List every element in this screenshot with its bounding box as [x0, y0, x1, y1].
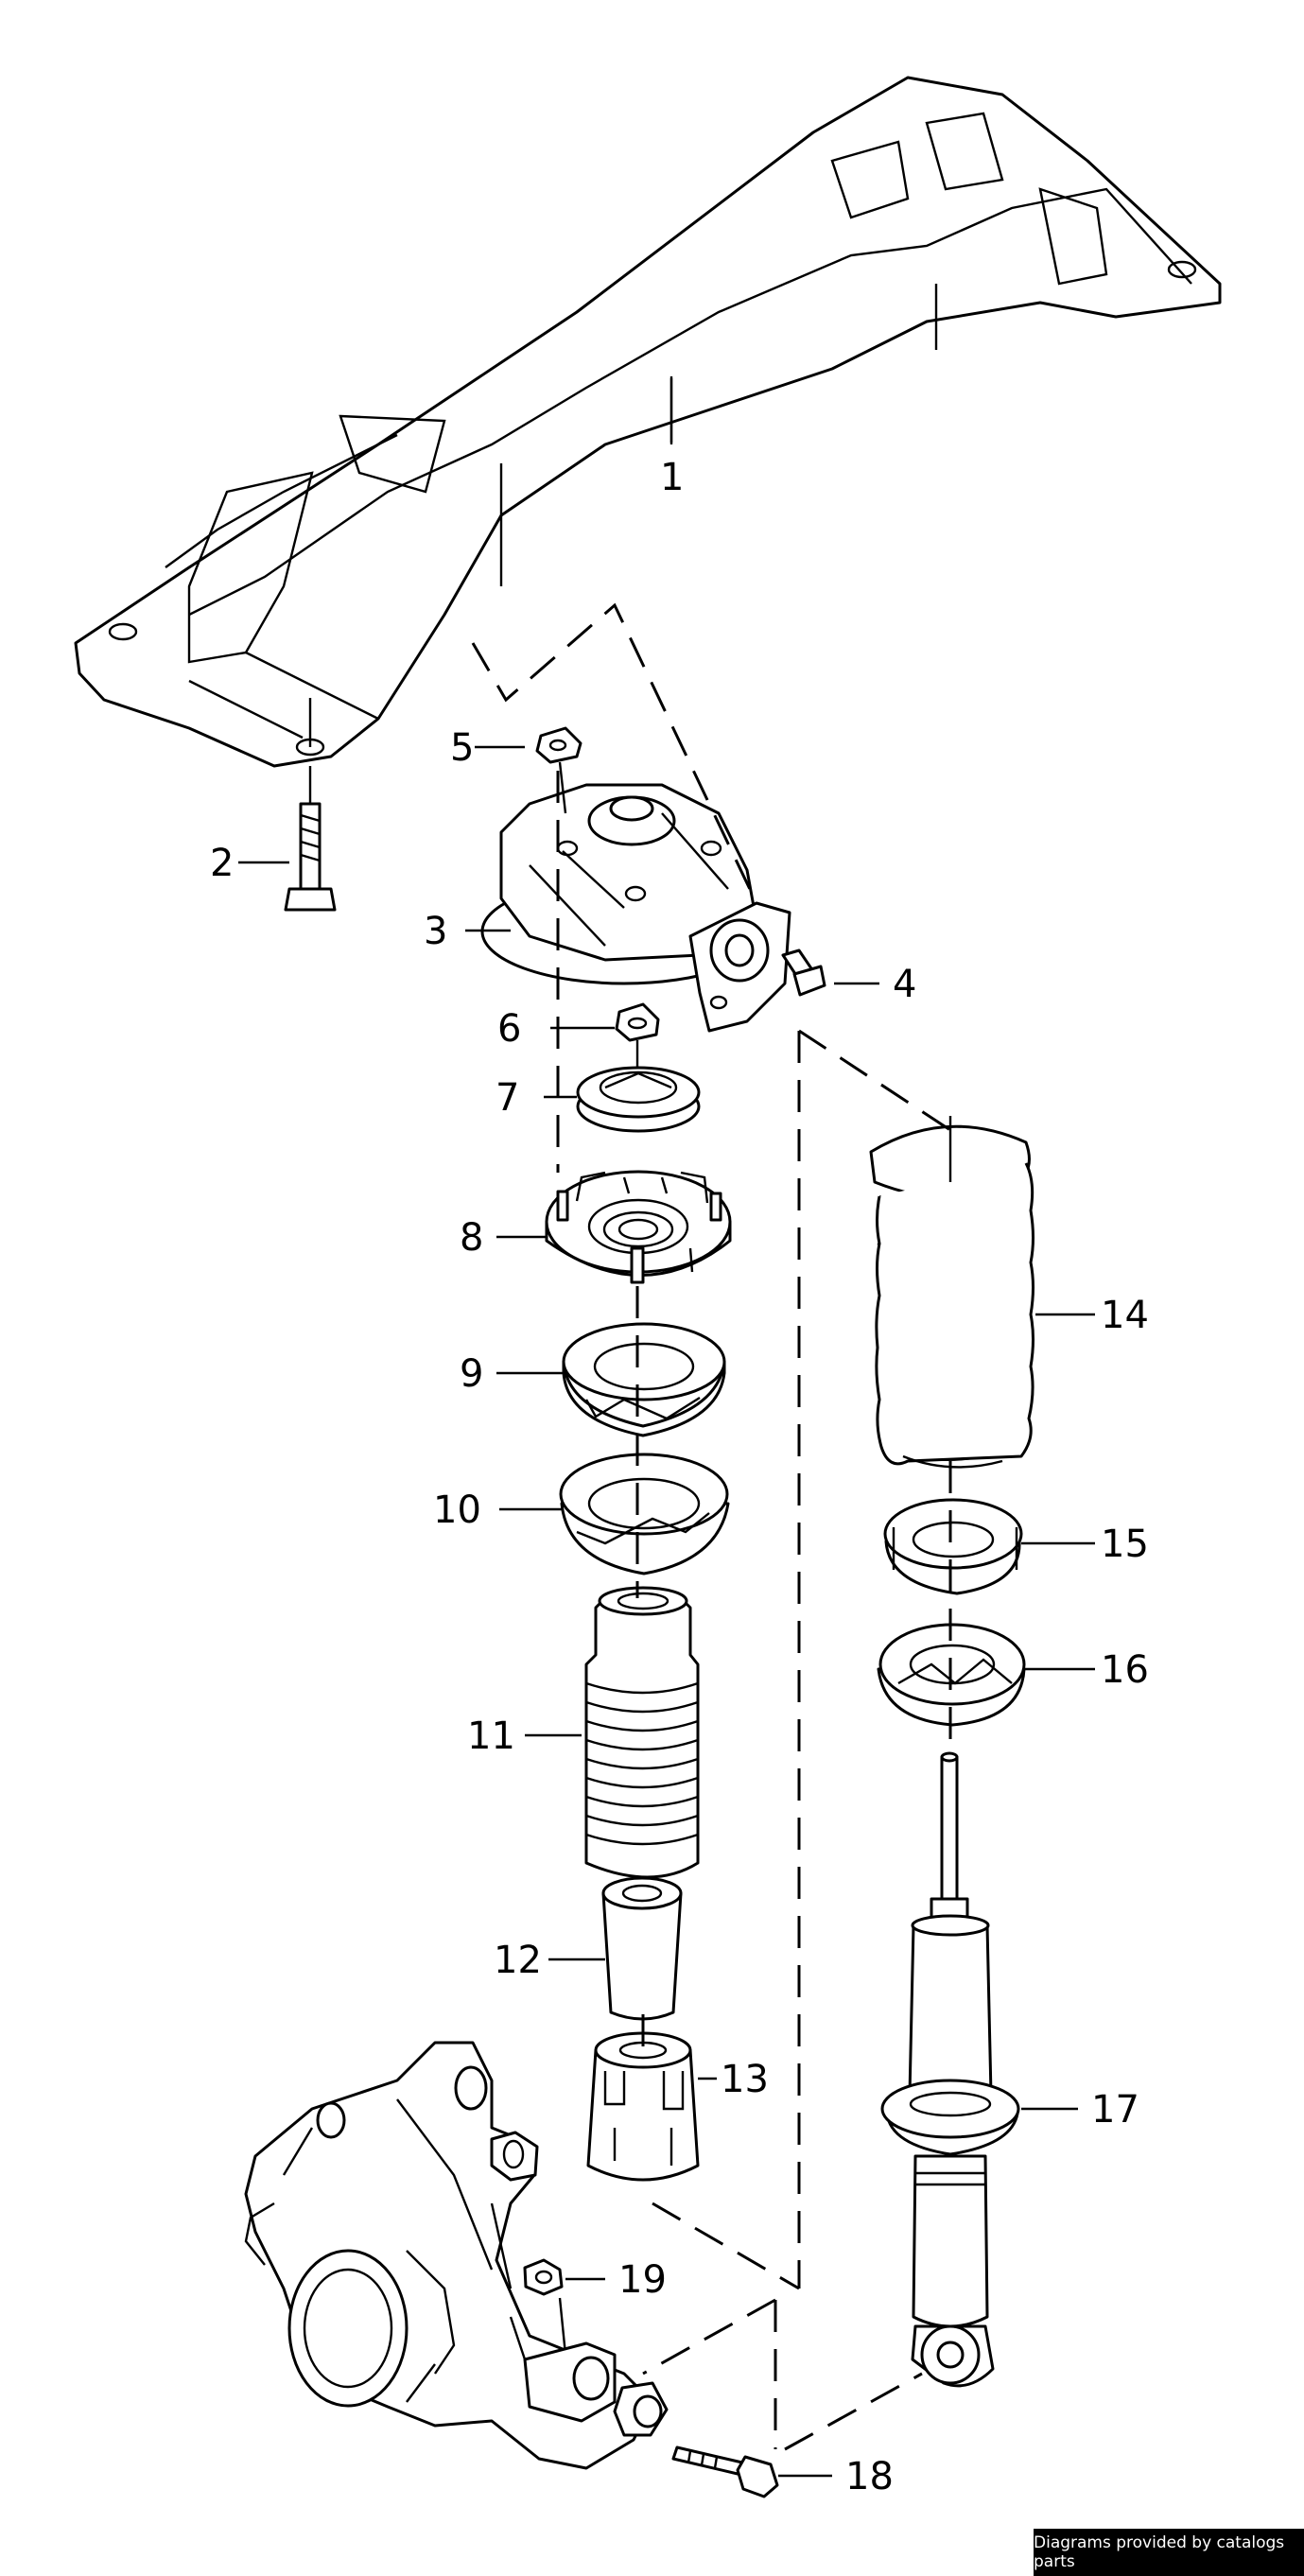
nut-part-5 — [535, 726, 582, 814]
nut-part-19 — [523, 2258, 567, 2356]
callout-4: 4 — [893, 963, 916, 1006]
callout-8: 8 — [460, 1216, 483, 1260]
bolt-part-18 — [671, 2445, 779, 2498]
callout-11: 11 — [467, 1714, 515, 1758]
callout-13: 13 — [721, 2058, 769, 2101]
spring-seat-part-15 — [883, 1498, 1023, 1595]
callout-9: 9 — [460, 1352, 483, 1396]
bump-stop-part — [601, 1876, 683, 2021]
strut-mount-part — [480, 783, 791, 1033]
callout-18: 18 — [845, 2455, 894, 2498]
spring-isolator-part — [877, 1623, 1026, 1727]
diagram-credit-badge: Diagrams provided by catalogs parts — [1034, 2529, 1304, 2576]
callout-5: 5 — [450, 726, 474, 770]
bearing-part — [576, 1066, 701, 1133]
steering-knuckle-part — [244, 2041, 669, 2470]
callout-2: 2 — [210, 842, 234, 885]
sleeve-part — [586, 2031, 700, 2182]
callout-7: 7 — [496, 1076, 519, 1120]
callout-3: 3 — [424, 910, 447, 953]
nut-part-6 — [615, 1002, 660, 1069]
callout-12: 12 — [494, 1939, 542, 1982]
crossmember-part — [74, 76, 1222, 768]
callout-16: 16 — [1101, 1648, 1149, 1692]
bolt-part-2 — [284, 766, 337, 912]
callout-19: 19 — [618, 2258, 667, 2302]
leader-lines — [238, 376, 1095, 2478]
bolt-part-4 — [781, 949, 826, 997]
assembly-guide-lines — [471, 602, 952, 2451]
callout-6: 6 — [497, 1007, 521, 1051]
coil-spring-part — [869, 1116, 1035, 1469]
boot-bellows-part — [584, 1586, 700, 1879]
callout-labels: 1 2 3 4 5 6 7 8 9 10 11 12 13 14 15 16 1… — [210, 456, 1149, 2498]
callout-14: 14 — [1101, 1294, 1149, 1337]
spring-pad-part-9 — [562, 1322, 726, 1437]
callout-10: 10 — [433, 1488, 481, 1532]
shock-absorber-part — [880, 1751, 1020, 2388]
top-mount-plate-part — [545, 1170, 732, 1284]
spring-pad-part-10 — [559, 1453, 730, 1575]
callout-17: 17 — [1091, 2088, 1139, 2132]
callout-15: 15 — [1101, 1523, 1149, 1566]
callout-1: 1 — [660, 456, 684, 499]
